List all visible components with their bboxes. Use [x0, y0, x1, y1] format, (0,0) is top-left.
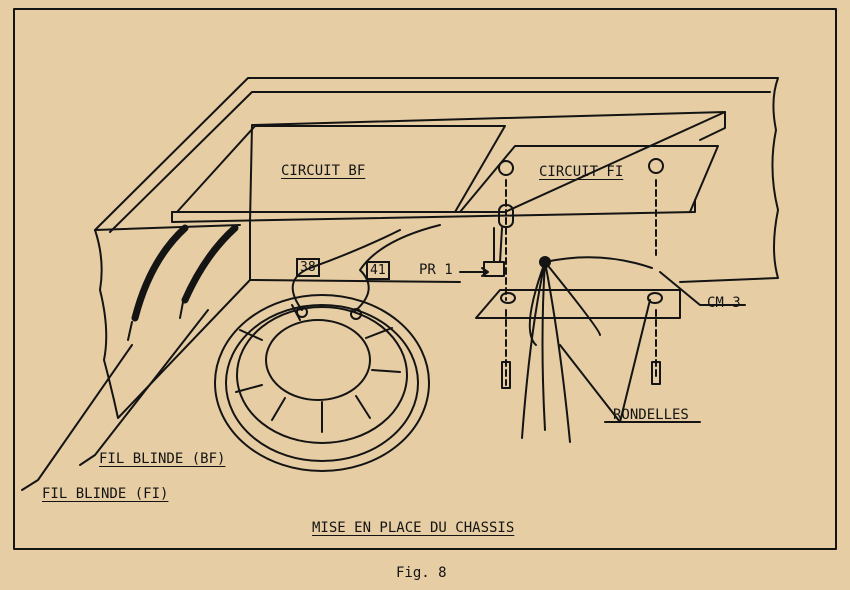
- shielded-cable-fi: [181, 224, 239, 304]
- screw-right: [651, 361, 661, 385]
- speaker-rim-outer: [214, 294, 430, 472]
- screw-left: [501, 361, 511, 389]
- fi-spacer-left: [498, 204, 514, 228]
- label-circuit-bf: CIRCUIT BF: [281, 163, 366, 179]
- cabinet-side-wall: [94, 221, 251, 419]
- pointer-fil-blinde-bf: [79, 309, 209, 466]
- speaker-rim-inner: [225, 304, 419, 462]
- cable-tip-fi: [179, 301, 184, 319]
- speaker-spokes: [235, 304, 401, 433]
- wire-bundle: [521, 256, 653, 443]
- speaker-wire-38: [291, 229, 401, 311]
- label-fil-blinde-fi: FIL BLINDE (FI): [42, 486, 169, 502]
- washer-left: [500, 292, 516, 304]
- chassis-plate-front: [171, 199, 696, 223]
- circuit-bf-board: [176, 125, 506, 213]
- tag-38: 38: [296, 258, 320, 277]
- pointer-rondelles: [559, 299, 701, 423]
- cabinet-back-wall-inner: [109, 91, 771, 233]
- figure-title: MISE EN PLACE DU CHASSIS: [312, 520, 515, 536]
- label-circuit-fi: CIRCUIT FI: [539, 164, 624, 180]
- pointer-fil-blinde-fi: [21, 344, 133, 491]
- pointer-cm3: [659, 271, 746, 306]
- pr1-connector: [483, 261, 505, 277]
- label-pr1: PR 1: [419, 262, 453, 278]
- figure-caption: Fig. 8: [396, 565, 447, 581]
- label-rondelles: RONDELLES: [613, 407, 689, 423]
- label-cm3: CM 3: [707, 295, 741, 311]
- shielded-cable-bf: [131, 224, 189, 322]
- speaker-cone-center: [265, 319, 371, 401]
- cabinet-bottom-ledge: [249, 279, 461, 283]
- speaker-wire-41: [353, 224, 441, 313]
- pr1-wires: [493, 227, 503, 263]
- cabinet-back-wall: [94, 77, 779, 283]
- mount-plate: [475, 289, 681, 319]
- cable-tip-bf: [127, 321, 133, 341]
- fi-post-right-top: [648, 158, 664, 174]
- chassis-plate-edge: [249, 111, 726, 223]
- cabinet-side-edge: [94, 224, 241, 231]
- tag-41: 41: [366, 261, 390, 280]
- fi-post-left-top: [498, 160, 514, 176]
- speaker-terminal-left: [296, 306, 308, 318]
- speaker-terminal-right: [350, 308, 362, 320]
- frame-border: [13, 8, 837, 550]
- circuit-fi-board: [459, 145, 719, 213]
- wire-bundle-knot: [539, 256, 551, 268]
- speaker-cone-outer: [236, 306, 408, 444]
- label-fil-blinde-bf: FIL BLINDE (BF): [99, 451, 226, 467]
- washer-right: [647, 292, 663, 304]
